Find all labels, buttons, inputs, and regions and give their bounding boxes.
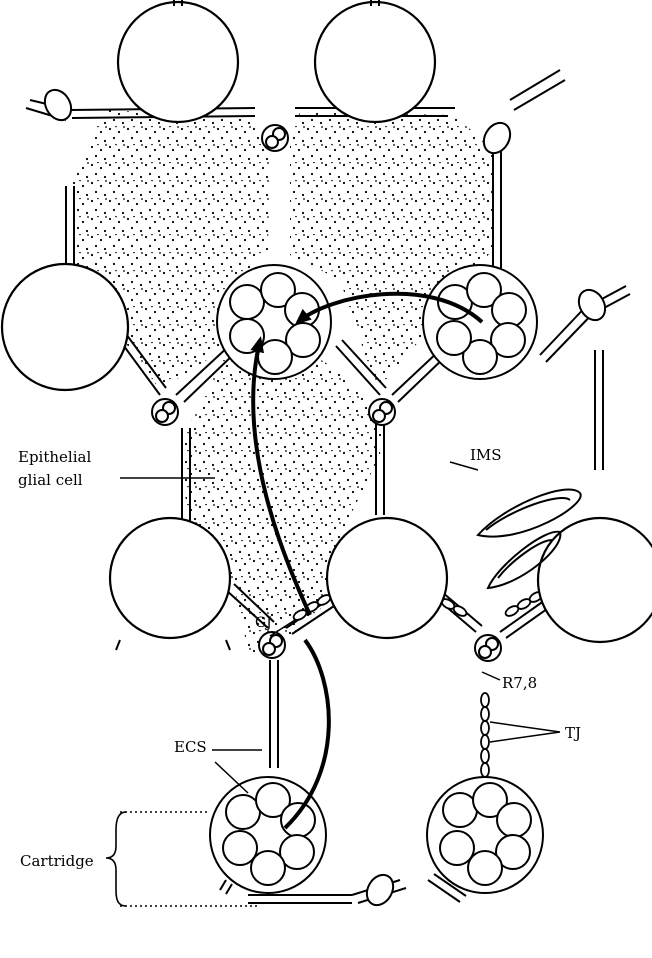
- terminal-top-right: [315, 2, 435, 122]
- terminal-top-left: [118, 2, 238, 122]
- cartridge-brace: [106, 812, 126, 906]
- label-tj: TJ: [565, 724, 581, 742]
- label-r78: R7,8: [502, 674, 537, 692]
- cartridge-upper-left: [217, 265, 331, 379]
- terminal-left: [2, 264, 128, 390]
- label-epithelial-line2: glial cell: [18, 471, 83, 489]
- terminal-mid-right: [327, 518, 447, 638]
- label-ims: IMS: [470, 446, 502, 464]
- label-epithelial-line1: Epithelial: [18, 448, 91, 466]
- label-gj: GJ: [255, 615, 272, 631]
- label-cartridge: Cartridge: [20, 852, 94, 870]
- cartridge-lower-right: [427, 777, 543, 893]
- terminal-far-right: [538, 518, 652, 642]
- label-ecs: ECS: [174, 738, 207, 756]
- terminal-mid-left: [110, 518, 230, 638]
